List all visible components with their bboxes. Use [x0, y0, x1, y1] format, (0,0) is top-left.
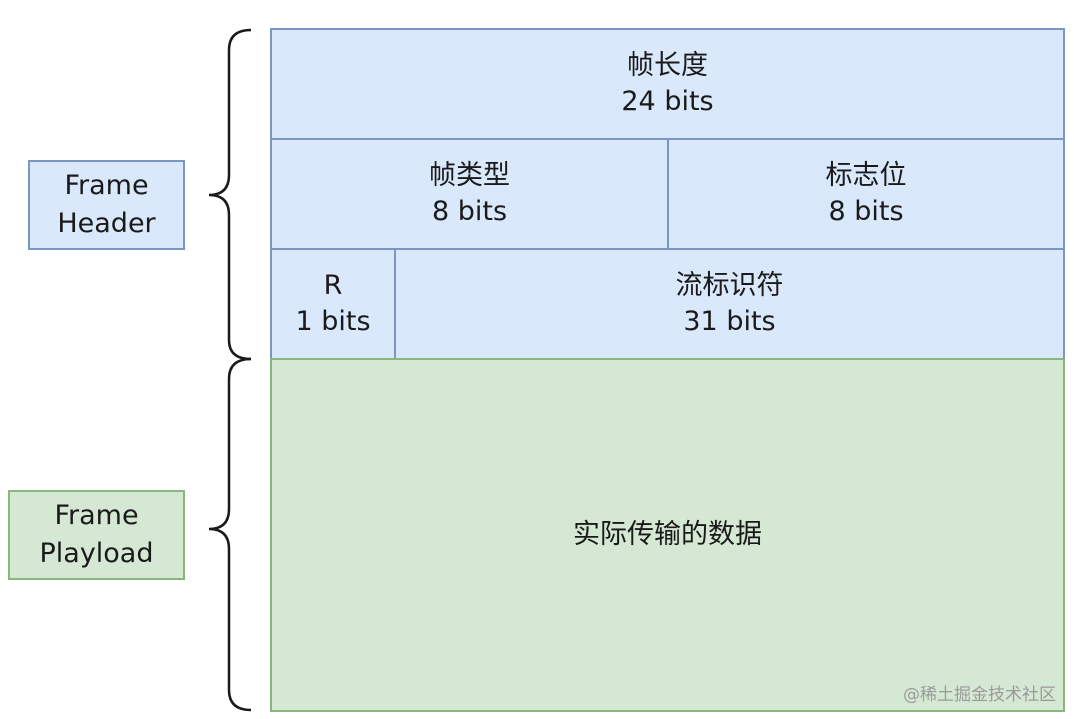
- flags-name: 标志位: [825, 160, 907, 191]
- frame-payload-label: Frame Playload: [8, 490, 185, 580]
- frame-payload-label-line2: Playload: [39, 538, 154, 569]
- flags-field: 标志位 8 bits: [667, 138, 1065, 250]
- reserved-bit-field: R 1 bits: [270, 248, 396, 360]
- payload-name: 实际传输的数据: [573, 519, 762, 550]
- frame-type-size: 8 bits: [431, 196, 508, 227]
- reserved-bit-size: 1 bits: [295, 306, 371, 337]
- braces: [208, 28, 252, 712]
- frame-payload-label-line1: Frame: [54, 500, 139, 531]
- payload-field: 实际传输的数据: [270, 358, 1065, 712]
- frame-header-label-line2: Header: [57, 208, 156, 239]
- frame-header-label-line1: Frame: [64, 170, 149, 201]
- watermark: @稀土掘金技术社区: [903, 685, 1056, 705]
- stream-id-size: 31 bits: [683, 306, 776, 337]
- stream-id-name: 流标识符: [675, 270, 784, 301]
- flags-size: 8 bits: [828, 196, 904, 227]
- header-brace: [208, 28, 252, 361]
- frame-length-size: 24 bits: [621, 86, 714, 117]
- frame-length-name: 帧长度: [627, 50, 708, 81]
- frame-length-field: 帧长度 24 bits: [270, 28, 1065, 140]
- frame-type-field: 帧类型 8 bits: [270, 138, 669, 250]
- stream-id-field: 流标识符 31 bits: [394, 248, 1065, 360]
- frame-header-label: Frame Header: [28, 160, 185, 250]
- payload-brace: [208, 357, 252, 712]
- frame-type-name: 帧类型: [429, 160, 510, 191]
- reserved-bit-name: R: [323, 270, 343, 301]
